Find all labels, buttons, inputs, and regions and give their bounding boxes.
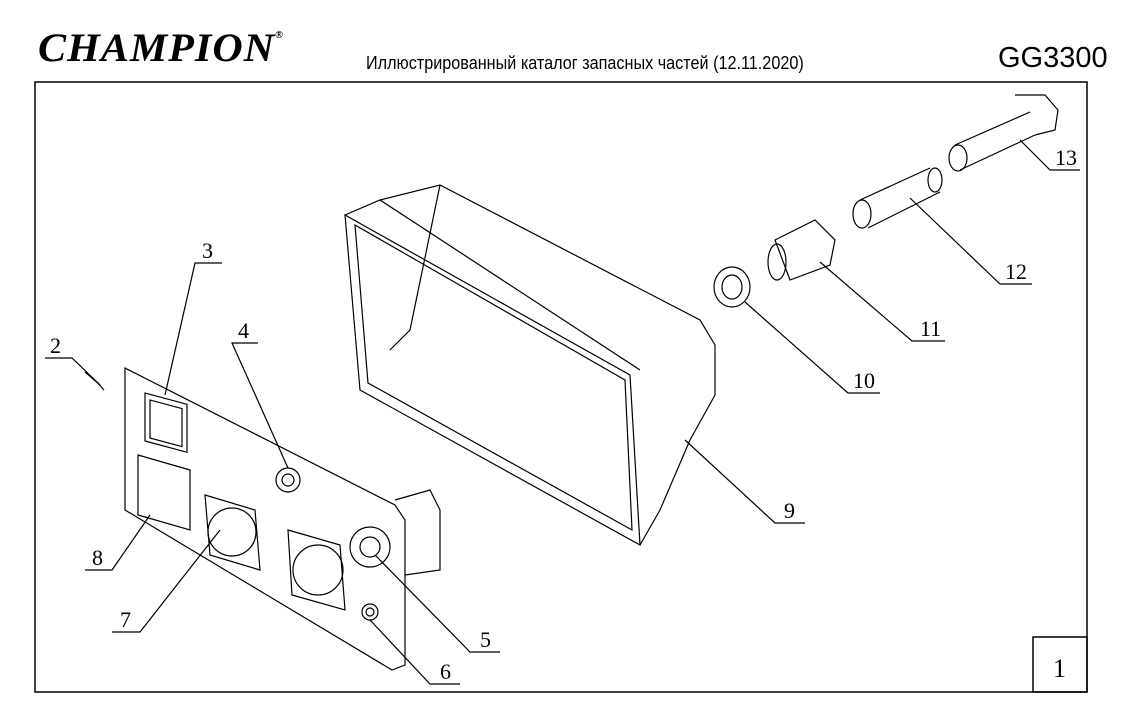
callout-7: 7 (120, 607, 131, 632)
callout-4: 4 (238, 318, 249, 343)
cable-fitting-parts (713, 94, 1059, 308)
callout-5: 5 (480, 627, 491, 652)
callout-13: 13 (1055, 145, 1077, 170)
model-number: GG3300 (998, 42, 1108, 74)
control-panel (124, 367, 441, 671)
callout-10: 10 (853, 368, 875, 393)
callout-8: 8 (92, 545, 103, 570)
callout-6: 6 (440, 659, 451, 684)
brand-logo: CHAMPION® (38, 25, 285, 70)
page-number-box (1032, 636, 1088, 693)
callout-3: 3 (202, 238, 213, 263)
catalog-title: Иллюстрированный каталог запасных частей… (366, 53, 804, 73)
page-number: 1 (1053, 654, 1066, 683)
callout-2: 2 (50, 333, 61, 358)
callout-11: 11 (920, 316, 941, 341)
screw (84, 371, 105, 391)
leader-lines (45, 139, 1080, 685)
callout-9: 9 (784, 498, 795, 523)
callout-12: 12 (1005, 259, 1027, 284)
drawing-frame (34, 81, 1088, 693)
housing-box (344, 184, 716, 547)
